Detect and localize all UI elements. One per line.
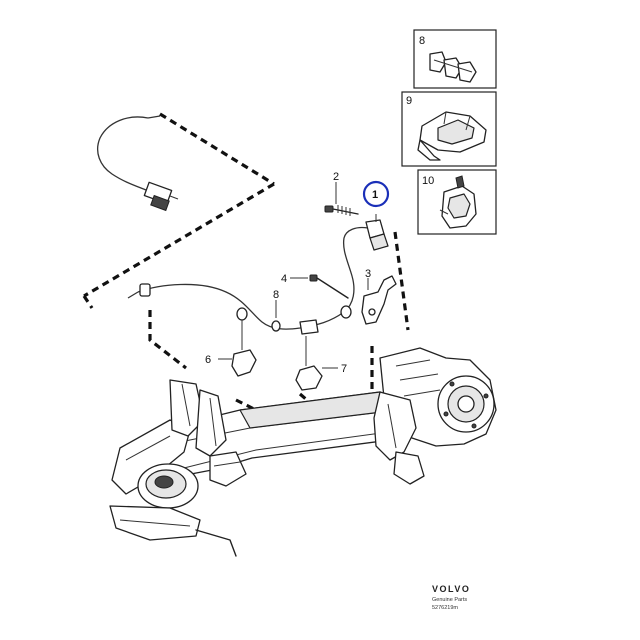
callout-labels: 2 3 4 8 6 7 bbox=[205, 171, 371, 375]
svg-text:10: 10 bbox=[422, 175, 434, 187]
brand-logo: VOLVO bbox=[432, 584, 470, 594]
svg-text:8: 8 bbox=[419, 35, 425, 47]
callout-2: 2 bbox=[333, 171, 339, 183]
callout-4: 4 bbox=[281, 273, 287, 285]
inset-panel-9: 9 bbox=[401, 91, 497, 167]
rear-subframe bbox=[109, 347, 497, 557]
footer-brand: VOLVO Genuine Parts 5276219m bbox=[432, 584, 470, 611]
clip-part-7 bbox=[295, 336, 338, 391]
callout-3: 3 bbox=[365, 268, 371, 280]
bolt-part-4 bbox=[290, 274, 349, 299]
brand-subtitle: Genuine Parts bbox=[432, 597, 467, 603]
callout-1: 1 bbox=[372, 189, 378, 201]
drawing-code: 5276219m bbox=[432, 605, 458, 611]
installed-abs-cable bbox=[127, 226, 369, 335]
highlight-callout-1[interactable]: 1 bbox=[362, 180, 390, 208]
inset-panel-8: 8 bbox=[413, 29, 497, 89]
callout-7: 7 bbox=[341, 363, 347, 375]
inset-panel-10: 10 bbox=[417, 169, 497, 235]
callout-6: 6 bbox=[205, 354, 211, 366]
bolt-part-2 bbox=[324, 182, 359, 216]
svg-text:9: 9 bbox=[406, 95, 412, 107]
abs-sensor-part-1 bbox=[365, 214, 389, 251]
callout-8: 8 bbox=[273, 289, 279, 301]
sensor-cable-detached bbox=[97, 115, 179, 212]
leader-dashes bbox=[82, 112, 410, 422]
clip-part-6 bbox=[218, 320, 257, 377]
bracket-part-3 bbox=[361, 275, 397, 325]
